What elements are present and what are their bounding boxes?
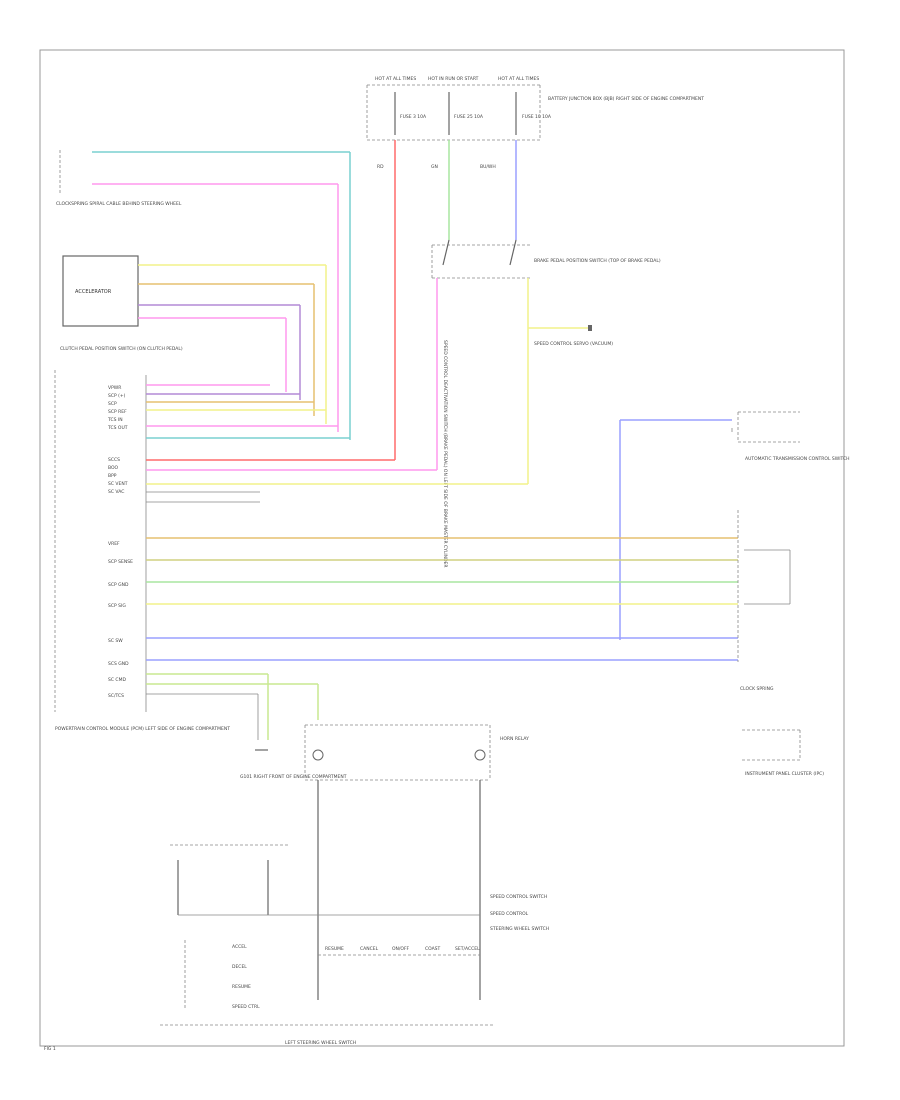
pcm-upper-wires <box>146 384 528 503</box>
fuse-name-2: FUSE 25 10A <box>454 114 484 120</box>
mini-row-3: RESUME <box>232 984 251 990</box>
accel-caption: CLUTCH PEDAL POSITION SWITCH (ON CLUTCH … <box>60 346 183 352</box>
pcm-pin-10: SC VENT <box>108 481 128 487</box>
pcm-pin-17: SCS GND <box>108 661 129 667</box>
bottom-switch-label: LEFT STEERING WHEEL SWITCH <box>285 1040 356 1046</box>
wire-rd-label: RD <box>377 164 384 170</box>
wire-gn-label: GN <box>431 164 438 170</box>
pcm-pin-4: SCP REF <box>108 409 127 415</box>
atx-label: AUTOMATIC TRANSMISSION CONTROL SWITCH <box>745 456 850 462</box>
ground-label: G101 RIGHT FRONT OF ENGINE COMPARTMENT <box>240 774 347 780</box>
bottom-label2: STEERING WHEEL SWITCH <box>490 926 549 932</box>
wire-bu-label: BU/WH <box>480 164 496 170</box>
mini-switch: ACCEL DECEL RESUME SPEED CTRL <box>184 940 260 1010</box>
fuse-hot-3: HOT AT ALL TIMES <box>498 76 539 82</box>
long-wires: CLOCK SPRING <box>146 510 791 692</box>
switch-pos-2: CANCEL <box>360 946 379 952</box>
brake-switch-label: BRAKE PEDAL POSITION SWITCH (TOP OF BRAK… <box>534 258 661 264</box>
ipc-label: INSTRUMENT PANEL CLUSTER (IPC) <box>745 771 824 777</box>
pcm-pins: VPWR SCP (+) SCP SCP REF TCS IN TCS OUT … <box>107 385 133 699</box>
switch-positions: RESUME CANCEL ON/OFF COAST SET/ACCEL <box>318 946 480 956</box>
mini-row-2: DECEL <box>232 964 247 970</box>
fuse-hot-2: HOT IN RUN OR START <box>428 76 479 82</box>
accel-label: ACCELERATOR <box>75 289 112 295</box>
speed-switch-block: SPEED CONTROL SWITCH SPEED CONTROL STEER… <box>170 844 549 932</box>
mini-row-1: ACCEL <box>232 944 247 950</box>
pcm-pin-9: BPP <box>108 473 117 479</box>
pcm-pin-15: SCP SIG <box>108 603 126 609</box>
upper-right-atx: AUTOMATIC TRANSMISSION CONTROL SWITCH <box>619 411 850 640</box>
bjb-label: BATTERY JUNCTION BOX (BJB) RIGHT SIDE OF… <box>548 96 704 102</box>
mini-row-4: SPEED CTRL <box>232 1004 260 1010</box>
speed-switch-label: SPEED CONTROL SWITCH <box>490 894 547 900</box>
switch-pos-4: COAST <box>425 946 441 952</box>
speedctl-main-label: SPEED CONTROL DEACTIVATION SWITCH (BRAKE… <box>442 340 448 568</box>
clockspring-label: CLOCKSPRING SPIRAL CABLE BEHIND STEERING… <box>56 201 182 207</box>
speedctl-sub-label: SPEED CONTROL SERVO (VACUUM) <box>534 341 613 347</box>
diagram-border <box>39 49 845 1047</box>
pcm-pin-1: VPWR <box>108 385 121 391</box>
top-wires: RD GN BU/WH <box>377 140 517 460</box>
clockspring-block: CLOCKSPRING SPIRAL CABLE BEHIND STEERING… <box>56 150 351 440</box>
pcm-pin-8: BOO <box>108 465 119 471</box>
pcm-pin-5: TCS IN <box>107 417 123 423</box>
pcm-pin-6: TCS OUT <box>107 425 128 431</box>
switch-pos-1: RESUME <box>325 946 344 952</box>
clockspring-lower: HORN RELAY LEFT STEERING WHEEL SWITCH <box>160 724 529 1046</box>
lower-wires: G101 RIGHT FRONT OF ENGINE COMPARTMENT <box>146 673 347 780</box>
switch-pos-3: ON/OFF <box>392 946 410 952</box>
bottom-label: SPEED CONTROL <box>490 911 529 917</box>
pcm-pin-11: SC VAC <box>108 489 124 495</box>
brake-switch: BRAKE PEDAL POSITION SWITCH (TOP OF BRAK… <box>431 239 661 484</box>
speedctl-connector <box>588 325 592 331</box>
pcm-pin-14: SCP GND <box>108 582 129 588</box>
pcm-pin-13: SCP SENSE <box>108 559 133 565</box>
pcm-block: POWERTRAIN CONTROL MODULE (PCM) LEFT SID… <box>54 370 230 732</box>
pcm-pin-3: SCP <box>108 401 117 407</box>
pcm-pin-18: SC CMD <box>108 677 126 683</box>
fuse-block: HOT AT ALL TIMES HOT IN RUN OR START HOT… <box>366 76 704 141</box>
pcm-pin-19: SC/TCS <box>108 693 124 699</box>
pcm-pin-16: SC SW <box>108 638 123 644</box>
fuse-name-3: FUSE 10 10A <box>522 114 552 120</box>
fig-label: FIG 1 <box>44 1046 56 1052</box>
pcm-pin-12: VREF <box>108 541 120 547</box>
horn-label: HORN RELAY <box>500 736 529 742</box>
ipc-block: INSTRUMENT PANEL CLUSTER (IPC) <box>742 729 824 777</box>
fuse-hot-1: HOT AT ALL TIMES <box>375 76 416 82</box>
switch-pos-5: SET/ACCEL <box>455 946 480 952</box>
pcm-pin-7: SCCS <box>108 457 120 463</box>
clutch-label: CLOCK SPRING <box>740 686 774 692</box>
pcm-label: POWERTRAIN CONTROL MODULE (PCM) LEFT SID… <box>55 726 230 732</box>
accelerator-block: ACCELERATOR CLUTCH PEDAL POSITION SWITCH… <box>60 255 327 424</box>
pcm-pin-2: SCP (+) <box>108 393 126 399</box>
fuse-name-1: FUSE 3 10A <box>400 114 427 120</box>
